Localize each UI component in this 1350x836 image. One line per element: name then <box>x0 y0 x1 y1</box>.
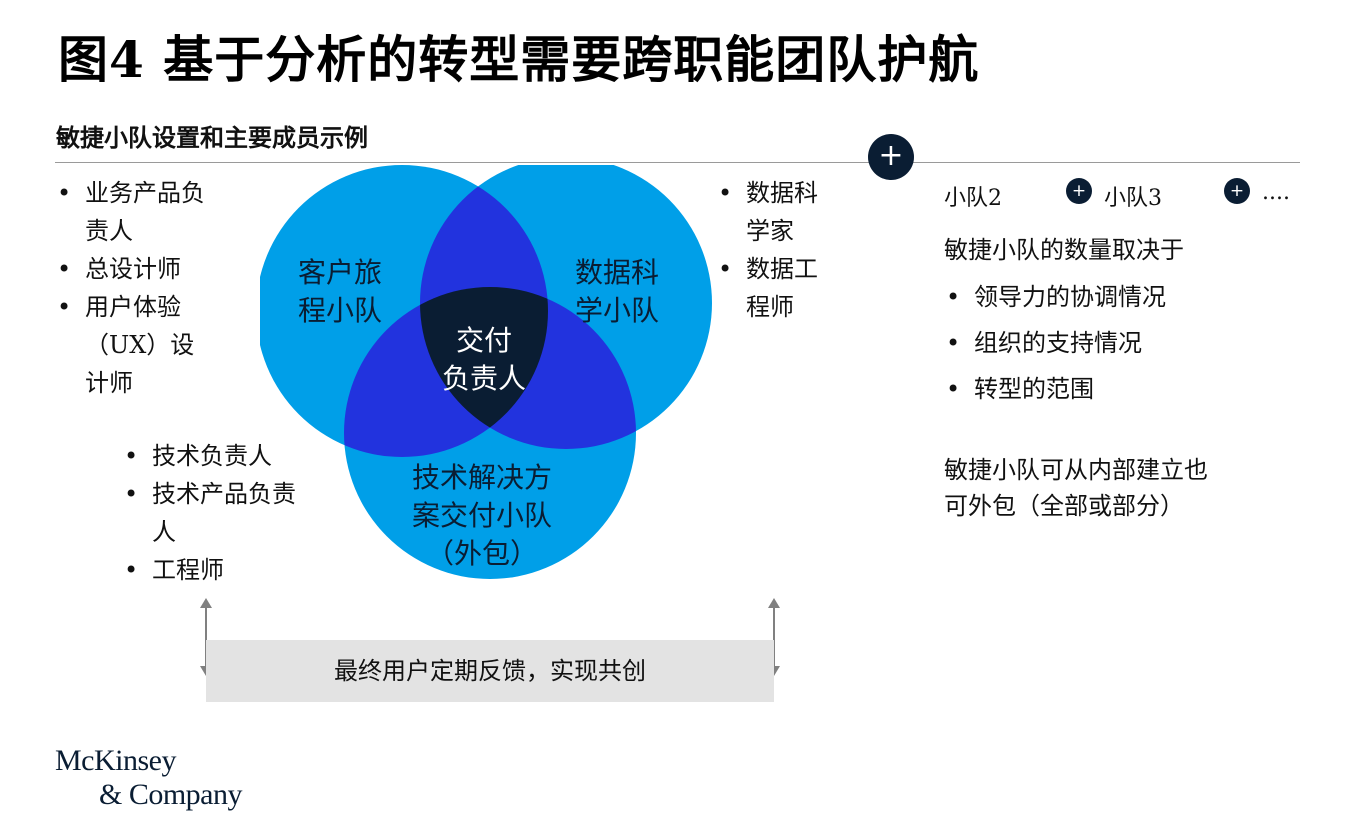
divider-line <box>55 162 1300 163</box>
delivery-lead-label: 交付负责人 <box>442 324 527 395</box>
customer-journey-squad-label: 客户旅程小队 <box>298 256 383 327</box>
data-science-squad-label: 数据科学小队 <box>575 256 660 327</box>
section-subtitle: 敏捷小队设置和主要成员示例 <box>56 123 368 152</box>
squad-3-label: 小队3 <box>1104 186 1162 211</box>
list-item: 用户体验（UX）设计师 <box>55 288 265 402</box>
feedback-banner: 最终用户定期反馈，实现共创 <box>206 640 774 702</box>
squad-count-factors-list: 领导力的协调情况 组织的支持情况 转型的范围 <box>944 274 1264 412</box>
list-item: 技术负责人 <box>122 437 352 475</box>
sourcing-note: 敏捷小队可从内部建立也可外包（全部或部分） <box>944 456 1208 520</box>
squad-count-heading: 敏捷小队的数量取决于 <box>944 236 1184 264</box>
plus-icon[interactable]: + <box>1224 178 1250 204</box>
more-squads-ellipsis: .... <box>1262 180 1290 205</box>
list-item: 领导力的协调情况 <box>944 274 1264 320</box>
add-squad-plus-icon[interactable]: + <box>868 134 914 180</box>
tech-delivery-squad-label: 技术解决方案交付小队（外包） <box>412 461 553 570</box>
plus-icon[interactable]: + <box>1066 178 1092 204</box>
list-item: 转型的范围 <box>944 366 1264 412</box>
page-title: 图4 基于分析的转型需要跨职能团队护航 <box>58 30 980 89</box>
venn-diagram <box>260 165 712 579</box>
list-item: 组织的支持情况 <box>944 320 1264 366</box>
squad-2-label: 小队2 <box>944 186 1002 211</box>
list-item: 总设计师 <box>55 250 265 288</box>
mckinsey-logo: McKinsey & Company <box>55 744 243 811</box>
feedback-arrow-right <box>768 598 780 676</box>
list-item: 工程师 <box>122 551 352 589</box>
